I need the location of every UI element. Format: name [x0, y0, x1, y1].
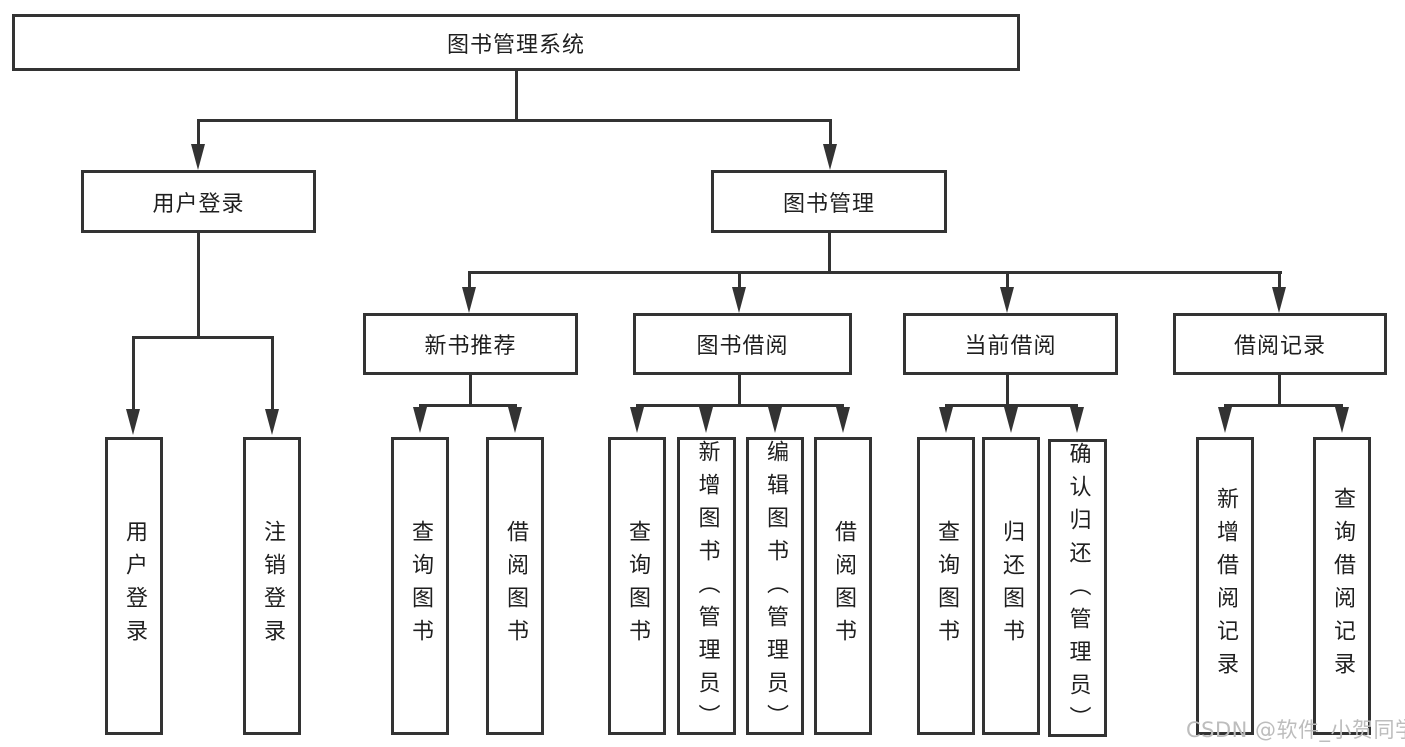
arrowhead-down-icon: [823, 144, 837, 170]
arrowhead-down-icon: [939, 407, 953, 433]
leaf-recommend-borrow-book: 借阅图书: [486, 437, 544, 735]
connector-recommend-stem: [469, 375, 472, 407]
arrowhead-down-icon: [1218, 407, 1232, 433]
node-book-borrow: 图书借阅: [633, 313, 852, 375]
connector-mgmt-drop: [738, 271, 741, 289]
leaf-user-login: 用户登录: [105, 437, 163, 735]
arrowhead-down-icon: [413, 407, 427, 433]
connector-mgmt-stem: [828, 233, 831, 274]
leaf-record-query-record: 查询借阅记录: [1313, 437, 1371, 735]
watermark: CSDN @软件_小贺同学: [1186, 718, 1405, 742]
connector-login-left-drop: [132, 336, 135, 411]
node-book-management: 图书管理: [711, 170, 947, 233]
connector-login-rail: [132, 336, 274, 339]
arrowhead-down-icon: [191, 144, 205, 170]
arrowhead-down-icon: [732, 287, 746, 313]
connector-root-rail: [197, 119, 832, 122]
leaf-borrow-edit-book: 编辑图书（管理员）: [746, 437, 804, 737]
arrowhead-down-icon: [1004, 407, 1018, 433]
arrowhead-down-icon: [1335, 407, 1349, 433]
leaf-logout: 注销登录: [243, 437, 301, 735]
connector-mgmt-drop: [1006, 271, 1009, 289]
connector-mgmt-drop: [1278, 271, 1281, 289]
arrowhead-down-icon: [1070, 407, 1084, 433]
node-new-book-recommend: 新书推荐: [363, 313, 578, 375]
connector-root-right-drop: [829, 119, 832, 148]
connector-current-rail: [945, 404, 1078, 407]
leaf-borrow-query-book: 查询图书: [608, 437, 666, 735]
connector-recommend-rail: [419, 404, 517, 407]
node-current-borrow: 当前借阅: [903, 313, 1118, 375]
arrowhead-down-icon: [462, 287, 476, 313]
leaf-recommend-query-book: 查询图书: [391, 437, 449, 735]
arrowhead-down-icon: [1000, 287, 1014, 313]
connector-root-stem: [515, 71, 518, 120]
arrowhead-down-icon: [768, 407, 782, 433]
connector-mgmt-drop: [468, 271, 471, 289]
connector-mgmt-rail: [468, 271, 1282, 274]
node-library-system: 图书管理系统: [12, 14, 1020, 71]
arrowhead-down-icon: [1272, 287, 1286, 313]
arrowhead-down-icon: [508, 407, 522, 433]
connector-record-rail: [1224, 404, 1343, 407]
arrowhead-down-icon: [836, 407, 850, 433]
leaf-current-return-book: 归还图书: [982, 437, 1040, 735]
connector-login-stem: [197, 233, 200, 337]
connector-current-stem: [1006, 375, 1009, 407]
leaf-borrow-borrow-book: 借阅图书: [814, 437, 872, 735]
connector-root-left-drop: [197, 119, 200, 148]
leaf-current-query-book: 查询图书: [917, 437, 975, 735]
connector-borrow-rail: [636, 404, 844, 407]
connector-login-right-drop: [271, 336, 274, 411]
arrowhead-down-icon: [630, 407, 644, 433]
arrowhead-down-icon: [126, 409, 140, 435]
connector-borrow-stem: [738, 375, 741, 407]
node-user-login: 用户登录: [81, 170, 316, 233]
arrowhead-down-icon: [699, 407, 713, 433]
leaf-current-confirm-return: 确认归还（管理员）: [1048, 439, 1107, 739]
arrowhead-down-icon: [265, 409, 279, 435]
leaf-record-add-record: 新增借阅记录: [1196, 437, 1254, 735]
node-borrow-record: 借阅记录: [1173, 313, 1387, 375]
leaf-borrow-add-book: 新增图书（管理员）: [677, 437, 736, 737]
connector-record-stem: [1278, 375, 1281, 407]
